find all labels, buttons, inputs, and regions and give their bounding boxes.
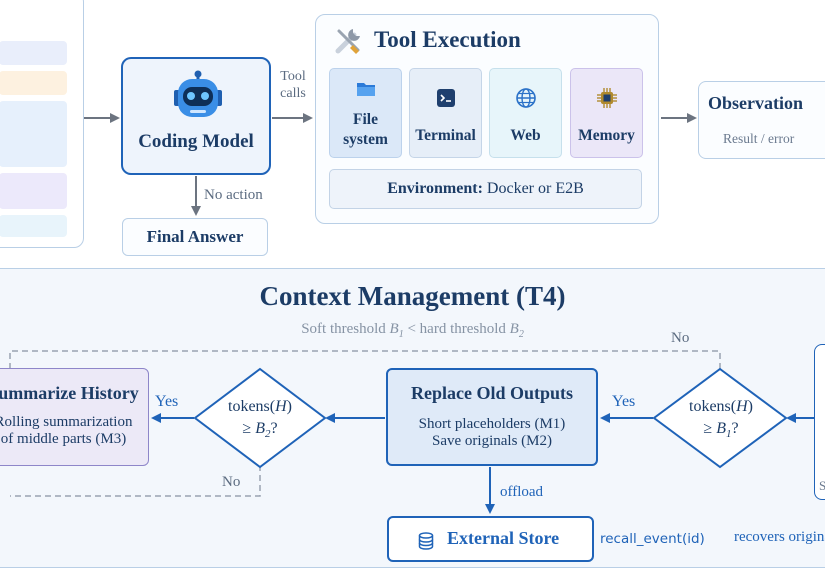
observation-box: Observation Result / error bbox=[698, 81, 825, 159]
tool-label-file-line1: File bbox=[353, 111, 378, 128]
external-store-label: External Store bbox=[447, 528, 560, 548]
input-history-text: S bbox=[819, 478, 825, 493]
tool-card-terminal: Terminal bbox=[409, 68, 482, 158]
yes-b1-label: Yes bbox=[612, 393, 636, 410]
top-connectors bbox=[84, 113, 697, 216]
tool-card-memory: Memory bbox=[570, 68, 643, 158]
tools-icon bbox=[335, 29, 360, 54]
tool-label-file-line2: system bbox=[343, 131, 388, 148]
observation-title: Observation bbox=[708, 93, 804, 113]
globe-icon bbox=[516, 88, 536, 108]
history-panel bbox=[0, 0, 84, 248]
recovers-originals-label: recovers originals bbox=[734, 529, 825, 545]
coding-model-box: Coding Model bbox=[121, 57, 271, 175]
replace-old-outputs-box: Replace Old Outputs Short placeholders (… bbox=[386, 368, 598, 466]
history-stripe bbox=[0, 215, 67, 237]
environment-box: Environment: Docker or E2B bbox=[329, 169, 642, 209]
decision-b1-line1: tokens(H) bbox=[689, 398, 753, 415]
database-icon bbox=[418, 532, 434, 550]
tool-label-terminal: Terminal bbox=[415, 127, 476, 144]
subtitle-b2: B bbox=[509, 321, 519, 337]
subtitle-b2-sub: 2 bbox=[518, 329, 524, 340]
no-loop-top bbox=[9, 350, 721, 369]
replace-title: Replace Old Outputs bbox=[410, 383, 574, 403]
tool-calls-label: Tool calls bbox=[277, 68, 309, 102]
terminal-icon bbox=[437, 89, 455, 107]
context-management-subtitle: Soft threshold B1 < hard threshold B2 bbox=[0, 321, 825, 340]
context-connectors bbox=[9, 350, 814, 514]
summarize-title: Summarize History bbox=[0, 383, 139, 403]
decision-b1-diamond bbox=[652, 367, 788, 469]
observation-subtitle: Result / error bbox=[723, 131, 795, 146]
subtitle-part: Soft threshold bbox=[301, 321, 390, 337]
context-management-title: Context Management (T4) bbox=[259, 281, 566, 311]
decision-b2-line1: tokens(H) bbox=[228, 398, 292, 415]
replace-line2: Save originals (M2) bbox=[432, 433, 552, 449]
offload-label: offload bbox=[500, 484, 544, 500]
tool-card-web: Web bbox=[489, 68, 562, 158]
decision-b1-text: tokens(H) ≥ B1? bbox=[676, 396, 766, 445]
coding-model-label: Coding Model bbox=[138, 131, 254, 152]
environment-label: Environment: bbox=[387, 180, 483, 197]
tool-calls-line2: calls bbox=[280, 86, 306, 101]
subtitle-part: < hard threshold bbox=[403, 321, 510, 337]
history-stripe bbox=[0, 71, 67, 95]
external-store-box: External Store bbox=[387, 516, 594, 562]
final-answer-box: Final Answer bbox=[122, 218, 268, 256]
tool-calls-line1: Tool bbox=[280, 69, 306, 84]
decision-b2-line2: ≥ B2? bbox=[242, 420, 278, 441]
tool-execution-title: Tool Execution bbox=[374, 27, 521, 52]
summarize-line2: of middle parts (M3) bbox=[0, 431, 127, 447]
tool-label-memory: Memory bbox=[578, 127, 635, 144]
yes-b2-label: Yes bbox=[155, 393, 179, 410]
summarize-line1: Rolling summarization bbox=[0, 414, 133, 430]
subtitle-b1-sub: 1 bbox=[398, 329, 404, 340]
folder-icon bbox=[357, 83, 375, 96]
tool-label-web: Web bbox=[510, 127, 541, 144]
decision-b2-diamond bbox=[193, 367, 327, 469]
no-top-label: No bbox=[671, 330, 690, 346]
input-history-box: S bbox=[814, 344, 825, 500]
chip-icon bbox=[597, 88, 617, 108]
no-action-label: No action bbox=[204, 187, 263, 203]
history-stripe bbox=[0, 173, 67, 209]
history-stripe bbox=[0, 41, 67, 65]
robot-icon bbox=[174, 70, 222, 117]
summarize-history-box: Summarize History Rolling summarization … bbox=[0, 368, 149, 466]
replace-line1: Short placeholders (M1) bbox=[418, 416, 566, 432]
history-stripe bbox=[0, 101, 67, 167]
environment-value: Docker or E2B bbox=[486, 180, 584, 197]
decision-b1-line2: ≥ B1? bbox=[703, 420, 739, 441]
no-bottom-label: No bbox=[222, 474, 241, 490]
tool-card-file-system: File system bbox=[329, 68, 402, 158]
recall-event-label: recall_event(id) bbox=[600, 531, 705, 547]
decision-b2-text: tokens(H) ≥ B2? bbox=[215, 396, 305, 445]
no-loop-bottom bbox=[10, 465, 261, 497]
subtitle-b1: B bbox=[389, 321, 399, 337]
